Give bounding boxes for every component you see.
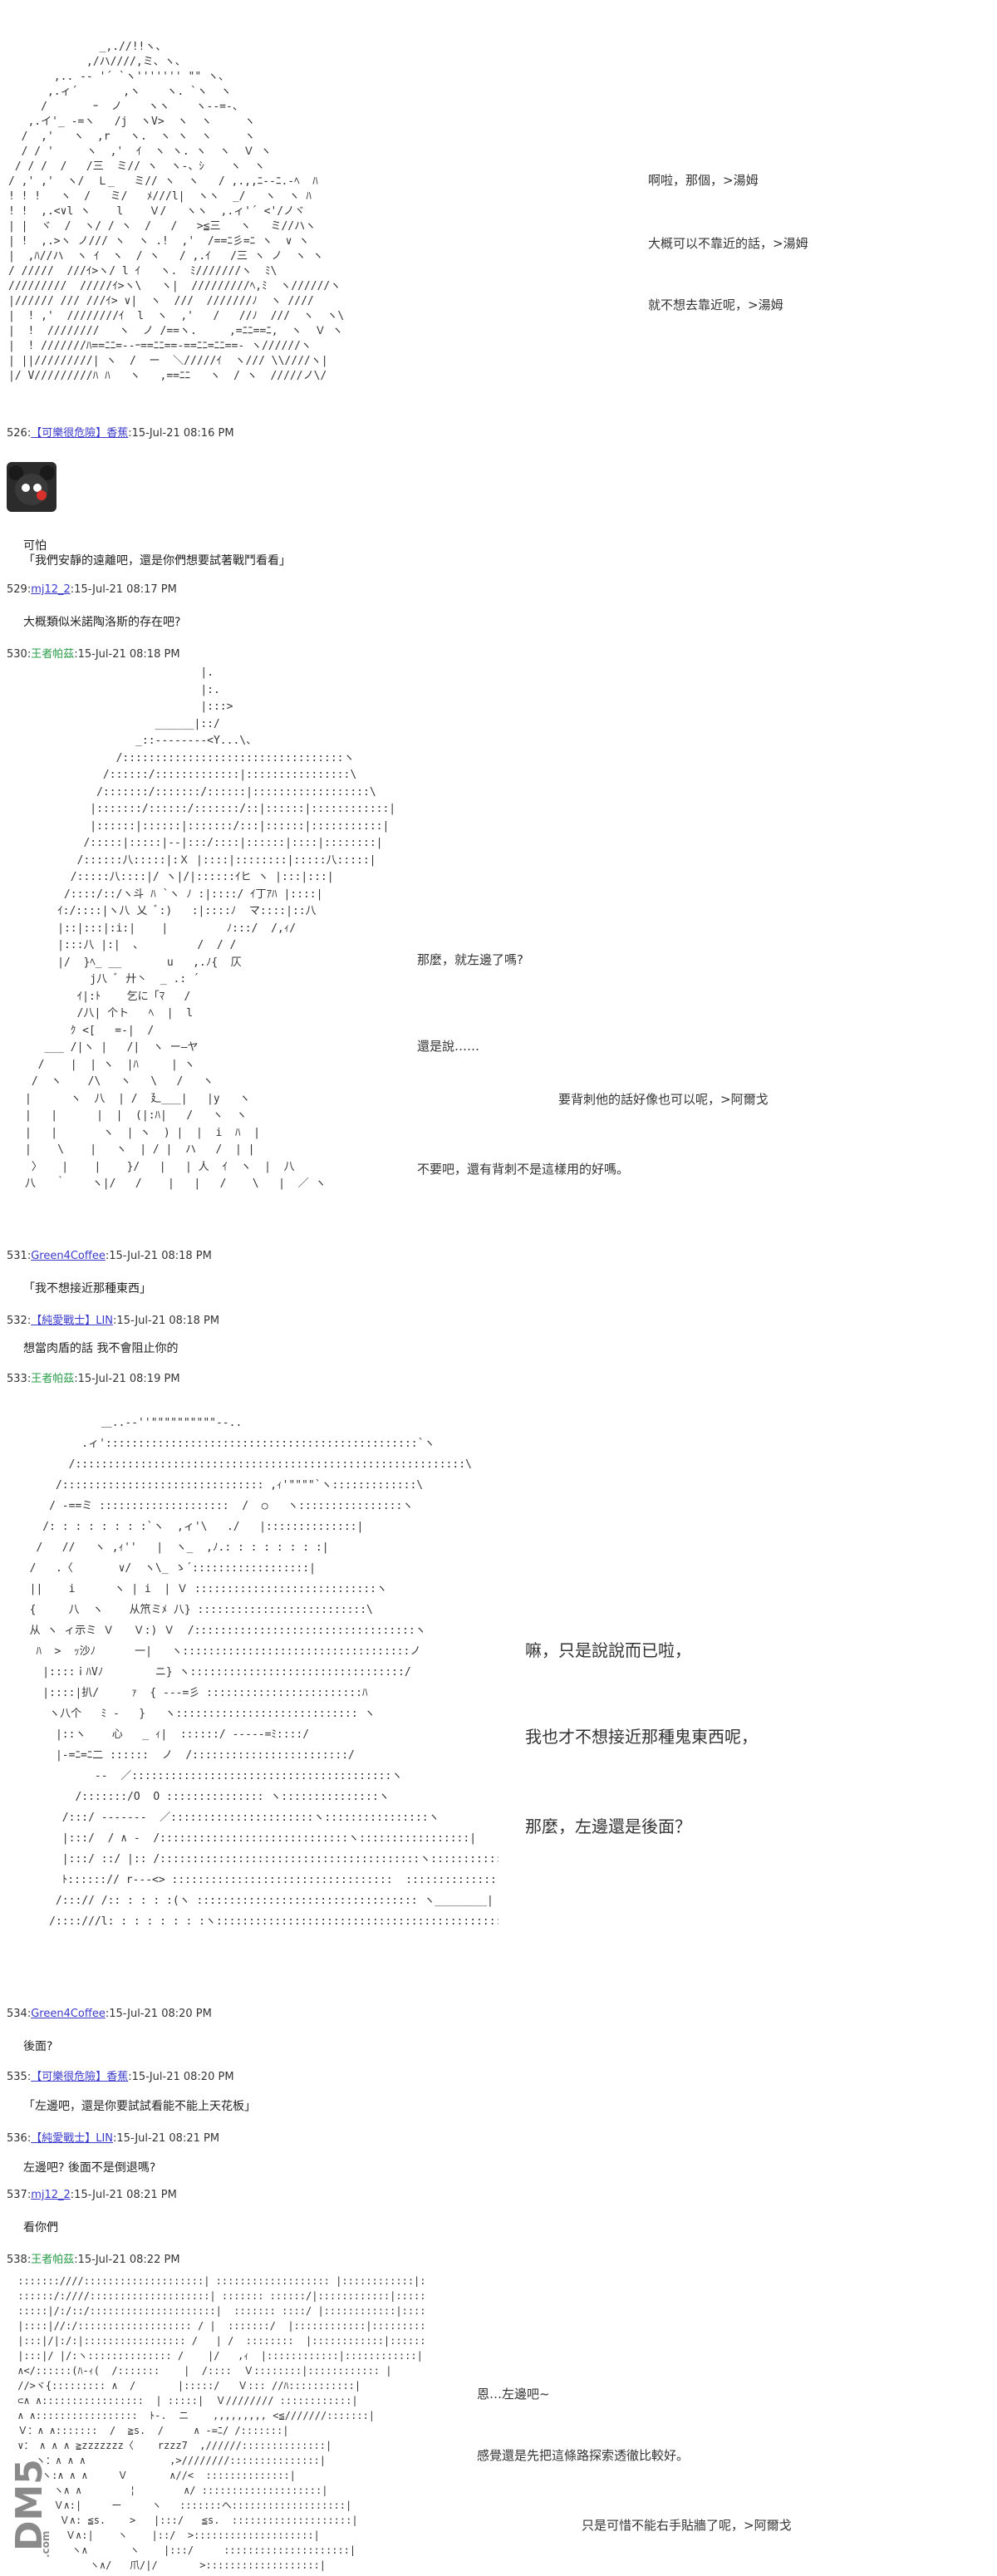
post-number: 535: [7, 2071, 32, 2083]
speech-line: 只是可惜不能右手貼牆了呢，>阿爾戈 [582, 2518, 792, 2533]
post-author-link[interactable]: Green4Coffee [31, 2008, 106, 2020]
post-number: 536: [7, 2132, 32, 2145]
post-header: 529:mj12_2:15-Jul-21 08:17 PM [7, 583, 177, 596]
post-author-link[interactable]: mj12_2 [31, 2189, 71, 2201]
post-date: :15-Jul-21 08:18 PM [105, 1250, 212, 1262]
ascii-art-girl: |. |:. |:::> ______|::/ _::-‐‐‐‐‐‐-<Y...… [25, 666, 396, 1190]
speech-line: 我也才不想接近那種鬼東西呢， [525, 1727, 758, 1747]
speech-line: 還是說…… [417, 1039, 480, 1054]
post-author-link[interactable]: Green4Coffee [31, 1250, 106, 1262]
post-body: 「我不想接近那種東西」 [23, 1282, 151, 1295]
post-body: 可怕 [23, 539, 47, 553]
post-author: 王者帕茲 [31, 1373, 75, 1385]
post-header: 526:【可樂很危險】香蕉:15-Jul-21 08:16 PM [7, 424, 234, 440]
post-number: 526: [7, 427, 32, 440]
post-author: 王者帕茲 [31, 648, 75, 661]
post-header: 535:【可樂很危險】香蕉:15-Jul-21 08:20 PM [7, 2067, 234, 2083]
speech-line: 那麼，就左邊了嗎? [417, 952, 523, 967]
post-author-link[interactable]: 【純愛戰士】LIN [31, 1315, 114, 1327]
post-header: 532:【純愛戰士】LIN:15-Jul-21 08:18 PM [7, 1311, 219, 1327]
post-body: 左邊吧? 後面不是倒退嗎? [23, 2161, 156, 2175]
post-body: 大概類似米諾陶洛斯的存在吧? [23, 616, 181, 629]
post-author-link[interactable]: 【純愛戰士】LIN [31, 2132, 114, 2145]
post-date: :15-Jul-21 08:19 PM [74, 1373, 180, 1385]
post-header: 534:Green4Coffee:15-Jul-21 08:20 PM [7, 2008, 212, 2020]
ascii-art-hooded-girl: ＿..-‐''""""""""""‐-.. .ィ':::::::::::::::… [29, 1417, 498, 1928]
post-date: :15-Jul-21 08:20 PM [105, 2008, 212, 2020]
ascii-art-dark-figure: :::::::////::::::::::::::::::::| :::::::… [17, 2275, 427, 2571]
avatar [7, 462, 56, 512]
speech-line: 恩…左邊吧~ [477, 2387, 550, 2401]
post-number: 529: [7, 583, 32, 596]
post-header: 531:Green4Coffee:15-Jul-21 08:18 PM [7, 1250, 212, 1262]
speech-line: 大概可以不靠近的話，>湯姆 [648, 236, 808, 251]
post-header: 536:【純愛戰士】LIN:15-Jul-21 08:21 PM [7, 2129, 219, 2145]
post-number: 537: [7, 2189, 32, 2201]
ascii-art-creature: _,.//!!ヽ、 ,/ハ////,ミ、ヽ、 ,.. -‐ '´ `ヽ'''''… [8, 41, 345, 382]
post-date: :15-Jul-21 08:22 PM [74, 2254, 180, 2266]
post-number: 532: [7, 1315, 32, 1327]
post-number: 538: [7, 2254, 32, 2266]
post-number: 534: [7, 2008, 32, 2020]
speech-line: 那麼，左邊還是後面？ [525, 1816, 691, 1836]
post-number: 530: [7, 648, 32, 661]
watermark-domain: .com [40, 2530, 52, 2558]
post-date: :15-Jul-21 08:18 PM [74, 648, 180, 661]
post-author-link[interactable]: 【可樂很危險】香蕉 [31, 2071, 129, 2083]
post-date: :15-Jul-21 08:17 PM [70, 583, 177, 596]
post-author: 王者帕茲 [31, 2254, 75, 2266]
post-number: 533: [7, 1373, 32, 1385]
post-date: :15-Jul-21 08:21 PM [113, 2132, 220, 2145]
post-date: :15-Jul-21 08:21 PM [70, 2189, 177, 2201]
site-watermark: DM5 .com [3, 2459, 61, 2559]
post-body: 看你們 [23, 2221, 58, 2234]
post-date: :15-Jul-21 08:20 PM [128, 2071, 234, 2083]
post-body: 想當肉盾的話 我不會阻止你的 [23, 1342, 179, 1355]
post-header: 533:王者帕茲:15-Jul-21 08:19 PM [7, 1369, 180, 1385]
speech-line: 啊啦，那個，>湯姆 [648, 173, 759, 188]
speech-line: 就不想去靠近呢，>湯姆 [648, 297, 783, 312]
speech-line: 要背刺他的話好像也可以呢，>阿爾戈 [558, 1092, 769, 1107]
post-author-link[interactable]: mj12_2 [31, 583, 71, 596]
post-date: :15-Jul-21 08:16 PM [128, 427, 234, 440]
speech-line: 嘛，只是說說而已啦， [525, 1640, 691, 1660]
post-date: :15-Jul-21 08:18 PM [113, 1315, 220, 1327]
speech-line: 感覺還是先把這條路探索透徹比較好。 [477, 2448, 690, 2463]
post-body: 後面? [23, 2040, 53, 2053]
post-header: 537:mj12_2:15-Jul-21 08:21 PM [7, 2189, 177, 2201]
speech-line: 不要吧，還有背刺不是這樣用的好嗎。 [417, 1162, 630, 1177]
post-author-link[interactable]: 【可樂很危險】香蕉 [31, 427, 129, 440]
post-header: 538:王者帕茲:15-Jul-21 08:22 PM [7, 2250, 180, 2266]
post-header: 530:王者帕茲:15-Jul-21 08:18 PM [7, 645, 180, 661]
post-body: 「左邊吧，還是你要試試看能不能上天花板」 [23, 2100, 256, 2113]
post-number: 531: [7, 1250, 32, 1262]
post-body: 「我們安靜的遠離吧，還是你們想要試著戰鬥看看」 [23, 554, 291, 568]
